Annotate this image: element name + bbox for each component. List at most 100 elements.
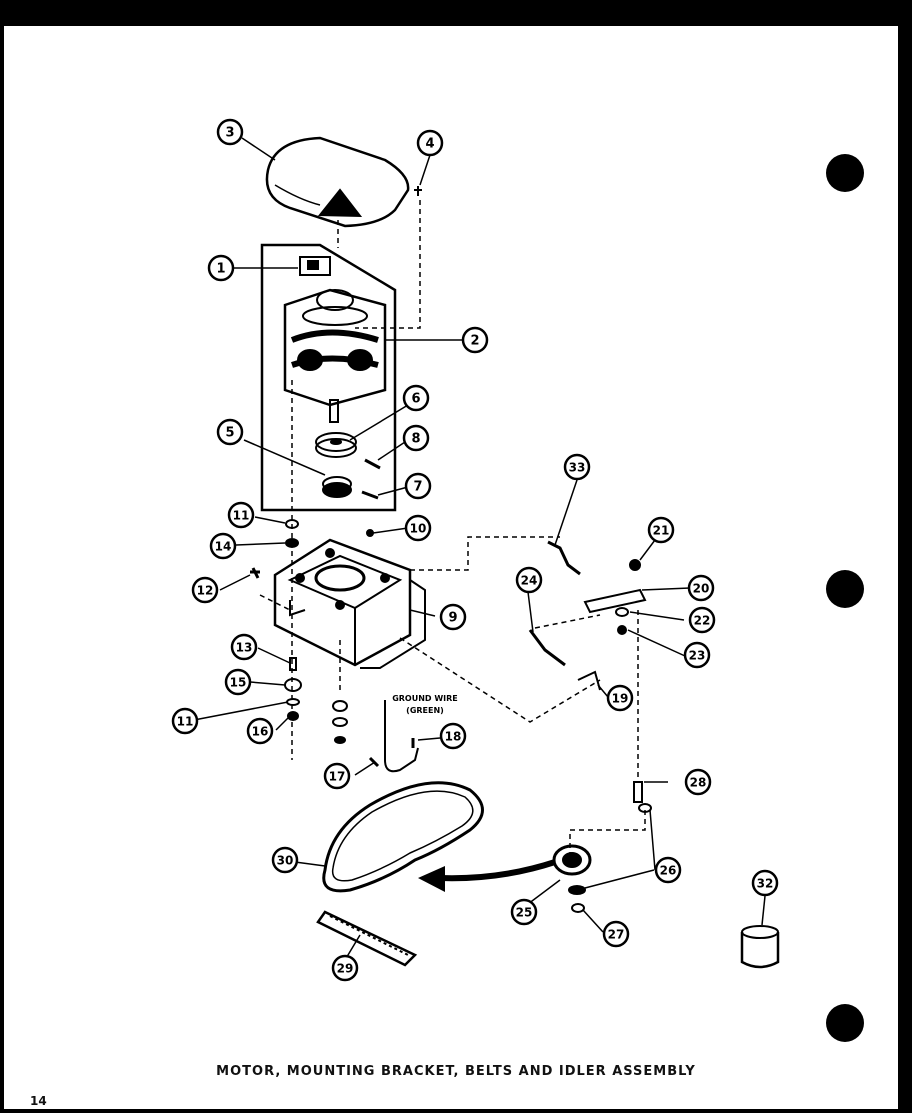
callout-label: 14	[215, 540, 232, 554]
callout-circle	[216, 418, 244, 446]
lubricant-can	[740, 925, 780, 969]
callout-21: 21	[647, 516, 675, 544]
nut-27	[571, 903, 585, 913]
callout-label: 8	[411, 432, 420, 447]
callout-circle	[688, 606, 716, 634]
callout-26: 26	[654, 856, 682, 884]
callout-circle	[246, 717, 274, 745]
callout-label: 26	[660, 864, 677, 878]
callout-label: 3	[225, 126, 234, 141]
motor-cover	[265, 136, 410, 228]
nut-16	[287, 711, 299, 721]
callout-circle	[684, 768, 712, 796]
washer-11	[285, 519, 299, 529]
callout-19: 19	[606, 684, 634, 712]
callout-circle	[510, 898, 538, 926]
bolt-23	[617, 625, 627, 635]
belt-29	[316, 910, 418, 967]
callout-circle	[606, 684, 634, 712]
ground-wire-label: GROUND WIRE	[392, 694, 458, 703]
nut	[334, 736, 346, 744]
callout-circle	[171, 707, 199, 735]
callout-circle	[416, 129, 444, 157]
callout-label: 1	[216, 262, 225, 277]
callout-circle	[439, 603, 467, 631]
callout-label: 29	[337, 962, 354, 976]
callout-circle	[751, 869, 779, 897]
callout-label: 7	[413, 480, 422, 495]
callout-circle	[227, 501, 255, 529]
callout-15: 15	[224, 668, 252, 696]
pulley-5	[322, 476, 352, 498]
callout-circle	[271, 846, 299, 874]
callout-13: 13	[230, 633, 258, 661]
callout-circle	[404, 472, 432, 500]
callout-label: 4	[425, 137, 434, 152]
callout-circle	[331, 954, 359, 982]
callout-23: 23	[683, 641, 711, 669]
callout-10: 10	[404, 514, 432, 542]
callout-label: 33	[569, 461, 586, 475]
washer	[332, 717, 348, 727]
callout-label: 17	[329, 770, 346, 784]
motor-switch	[299, 256, 331, 276]
mounting-bracket	[273, 538, 426, 669]
callout-32: 32	[751, 869, 779, 897]
callout-7: 7	[404, 472, 432, 500]
spring-24	[528, 629, 566, 667]
motor	[283, 288, 387, 423]
callout-8: 8	[402, 424, 430, 452]
nut-21	[629, 559, 641, 571]
callout-label: 10	[410, 522, 427, 536]
bracket-19	[577, 670, 601, 691]
callout-30: 30	[271, 846, 299, 874]
callout-label: 11	[233, 509, 250, 523]
callout-label: 28	[690, 776, 707, 790]
belt-30	[322, 781, 484, 893]
callout-17: 17	[323, 762, 351, 790]
callout-circle	[191, 576, 219, 604]
callout-circle	[654, 856, 682, 884]
callout-circle	[216, 118, 244, 146]
callout-circle	[563, 453, 591, 481]
callout-label: 9	[448, 611, 457, 626]
leader-lines	[193, 137, 766, 961]
callout-circle	[404, 514, 432, 542]
pulley-6	[315, 432, 357, 458]
callout-circle	[602, 920, 630, 948]
nut-14	[285, 538, 299, 548]
callout-12: 12	[191, 576, 219, 604]
callout-label: 11	[177, 715, 194, 729]
callout-label: 5	[225, 426, 234, 441]
callout-circle	[323, 762, 351, 790]
callout-label: 13	[236, 641, 253, 655]
arrow	[439, 859, 556, 882]
callout-3: 3	[216, 118, 244, 146]
callout-circle	[687, 574, 715, 602]
callout-11: 11	[171, 707, 199, 735]
callout-circle	[230, 633, 258, 661]
callout-label: 30	[277, 854, 294, 868]
callout-24: 24	[515, 566, 543, 594]
callout-4: 4	[416, 129, 444, 157]
binder-hole	[826, 570, 864, 608]
bolt-12	[250, 567, 260, 579]
callout-9: 9	[439, 603, 467, 631]
callout-circle	[402, 384, 430, 412]
callout-20: 20	[687, 574, 715, 602]
binder-hole	[826, 154, 864, 192]
callout-label: 2	[470, 334, 479, 349]
washer-26b	[568, 885, 586, 895]
ground-wire-color-label: (GREEN)	[406, 706, 444, 715]
callout-14: 14	[209, 532, 237, 560]
callout-label: 22	[694, 614, 711, 628]
callout-circle	[209, 532, 237, 560]
callout-group: 1234567891011111213141516171819202122232…	[171, 118, 779, 982]
diagram-title: MOTOR, MOUNTING BRACKET, BELTS AND IDLER…	[216, 1064, 696, 1079]
callout-22: 22	[688, 606, 716, 634]
grommet	[332, 700, 348, 712]
callout-label: 21	[653, 524, 670, 538]
washer-26	[638, 803, 652, 813]
